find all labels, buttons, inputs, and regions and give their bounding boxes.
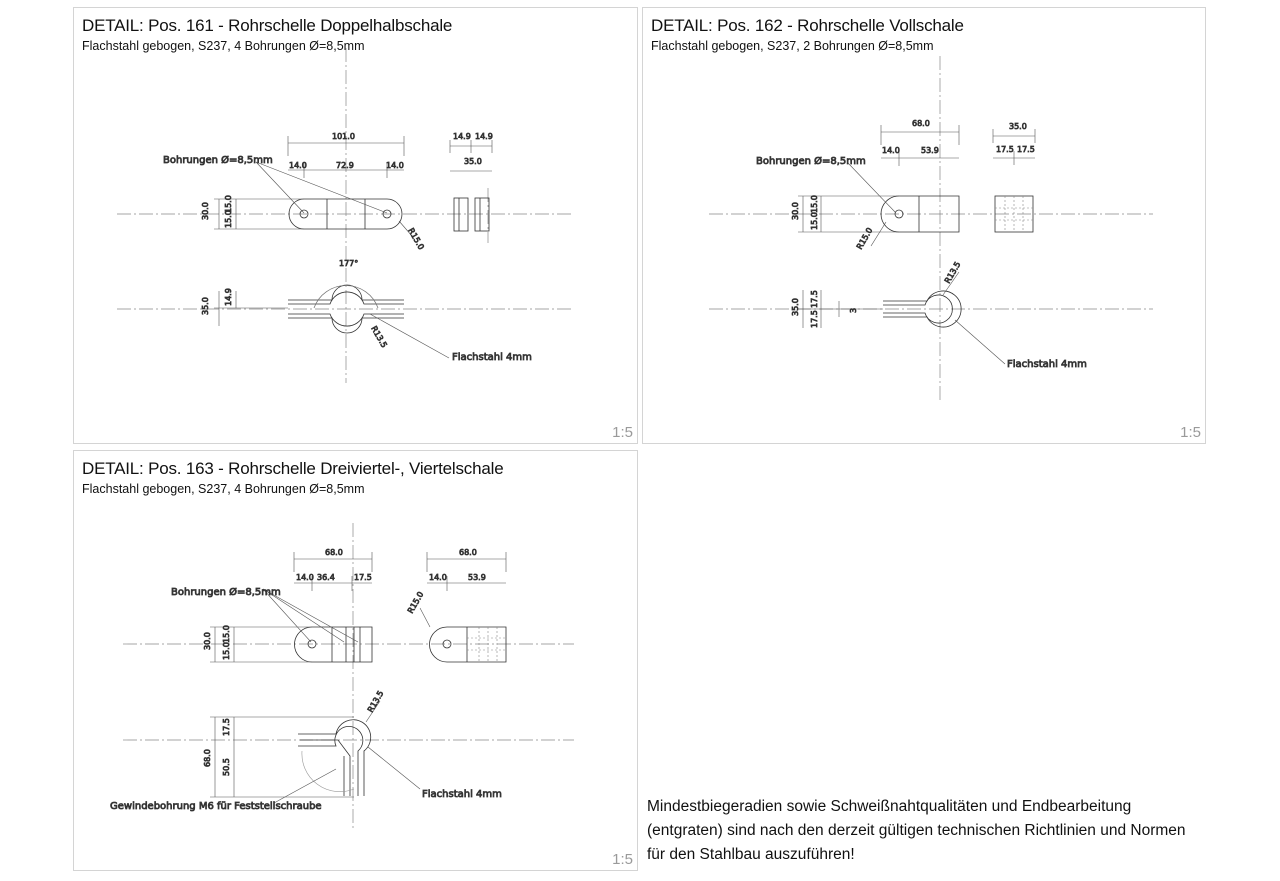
dimension-label: 35.0 (464, 157, 482, 166)
drawing-pos-163: Bohrungen Ø=8,5mm Flachstahl 4mm Gewinde… (110, 523, 574, 831)
dimension-label: 177° (339, 259, 358, 268)
dimension-label: 3 (849, 308, 858, 313)
hole (307, 639, 317, 649)
dimension-label: 14.9 (224, 288, 233, 306)
hole (894, 209, 904, 219)
dimension-label: 14.0 (386, 161, 404, 170)
dimension-label: 15.0 (222, 642, 231, 660)
dimension-label: 15.0 (222, 625, 231, 643)
dimension-label: 15.0 (224, 210, 233, 228)
clamp-top-view (288, 198, 403, 230)
scale-label: 1:5 (1180, 424, 1201, 441)
bohrungen-label: Bohrungen Ø=8,5mm (163, 154, 273, 166)
dimension-label: R13.5 (943, 260, 962, 285)
clamp-side-view (429, 626, 507, 663)
dimension-label: 15.0 (810, 212, 819, 230)
dimension-label: R13.5 (369, 325, 388, 350)
dimension-label: 68.0 (325, 548, 343, 557)
dimension-label: 14.0 (289, 161, 307, 170)
side-block (474, 197, 490, 232)
dimension-label: 17.5 (996, 145, 1014, 154)
general-note: Mindestbiegeradien sowie Schweißnahtqual… (647, 798, 1186, 863)
dimension-label: 35.0 (201, 297, 210, 315)
dimension-label: 14.9 (475, 132, 493, 141)
detail-panel-pos-163: DETAIL: Pos. 163 - Rohrschelle Dreiviert… (73, 450, 638, 871)
panel-title: DETAIL: Pos. 163 - Rohrschelle Dreiviert… (82, 459, 504, 478)
side-block (453, 197, 469, 232)
dimension-label: 53.9 (921, 146, 939, 155)
drawing-pos-162: Bohrungen Ø=8,5mm Flachstahl 4mm 68.0 14… (709, 56, 1153, 403)
dimension-label: R15.0 (406, 227, 425, 252)
dimension-label: 17.5 (222, 718, 231, 736)
dimension-label: R15.0 (406, 590, 425, 615)
dimension-label: 17.5 (810, 290, 819, 308)
dimension-label: R13.5 (366, 689, 385, 714)
dimension-label: 35.0 (1009, 122, 1027, 131)
dimension-label: 14.0 (429, 573, 447, 582)
dimension-label: 30.0 (791, 202, 800, 220)
clamp-front-view (883, 290, 962, 328)
dimension-label: 14.0 (882, 146, 900, 155)
hole (299, 209, 309, 219)
dimension-label: 72.9 (336, 161, 354, 170)
dimension-label: 68.0 (459, 548, 477, 557)
dimension-label: 17.5 (354, 573, 372, 582)
dimension-label: 14.0 (296, 573, 314, 582)
dimension-label: 30.0 (201, 202, 210, 220)
clamp-front-view (298, 719, 372, 796)
bohrungen-label: Bohrungen Ø=8,5mm (171, 586, 281, 598)
dimension-label: 36.4 (317, 573, 335, 582)
flachstahl-label: Flachstahl 4mm (1007, 359, 1087, 370)
drawing-pos-161: Bohrungen Ø=8,5mm Flachstahl 4mm 101.0 1… (117, 48, 574, 383)
panel-title: DETAIL: Pos. 161 - Rohrschelle Doppelhal… (82, 16, 453, 35)
dimension-label: 68.0 (912, 119, 930, 128)
dimension-label: 15.0 (224, 195, 233, 213)
scale-label: 1:5 (612, 851, 633, 868)
bohrungen-label: Bohrungen Ø=8,5mm (756, 155, 866, 167)
dimension-label: 35.0 (791, 298, 800, 316)
gewinde-label: Gewindebohrung M6 für Feststellschraube (110, 801, 322, 812)
hole (382, 209, 392, 219)
flachstahl-label: Flachstahl 4mm (452, 352, 532, 363)
panel-subtitle: Flachstahl gebogen, S237, 4 Bohrungen Ø=… (82, 39, 365, 53)
dimension-label: 14.9 (453, 132, 471, 141)
hole (442, 639, 452, 649)
panel-title: DETAIL: Pos. 162 - Rohrschelle Vollschal… (651, 16, 964, 35)
flachstahl-label: Flachstahl 4mm (422, 789, 502, 800)
dimension-label: R15.0 (855, 226, 874, 251)
detail-panel-pos-161: DETAIL: Pos. 161 - Rohrschelle Doppelhal… (73, 7, 638, 444)
panel-subtitle: Flachstahl gebogen, S237, 4 Bohrungen Ø=… (82, 482, 365, 496)
scale-label: 1:5 (612, 424, 633, 441)
dimension-label: 50.5 (222, 758, 231, 776)
dimension-label: 53.9 (468, 573, 486, 582)
panel-subtitle: Flachstahl gebogen, S237, 2 Bohrungen Ø=… (651, 39, 934, 53)
detail-panel-pos-162: DETAIL: Pos. 162 - Rohrschelle Vollschal… (642, 7, 1206, 444)
dimension-label: 17.5 (810, 310, 819, 328)
dimension-label: 101.0 (332, 132, 355, 141)
dimension-label: 15.0 (810, 195, 819, 213)
dimension-label: 17.5 (1017, 145, 1035, 154)
dimension-label: 68.0 (203, 749, 212, 767)
clamp-front-view (288, 284, 404, 334)
dimension-label: 30.0 (203, 632, 212, 650)
